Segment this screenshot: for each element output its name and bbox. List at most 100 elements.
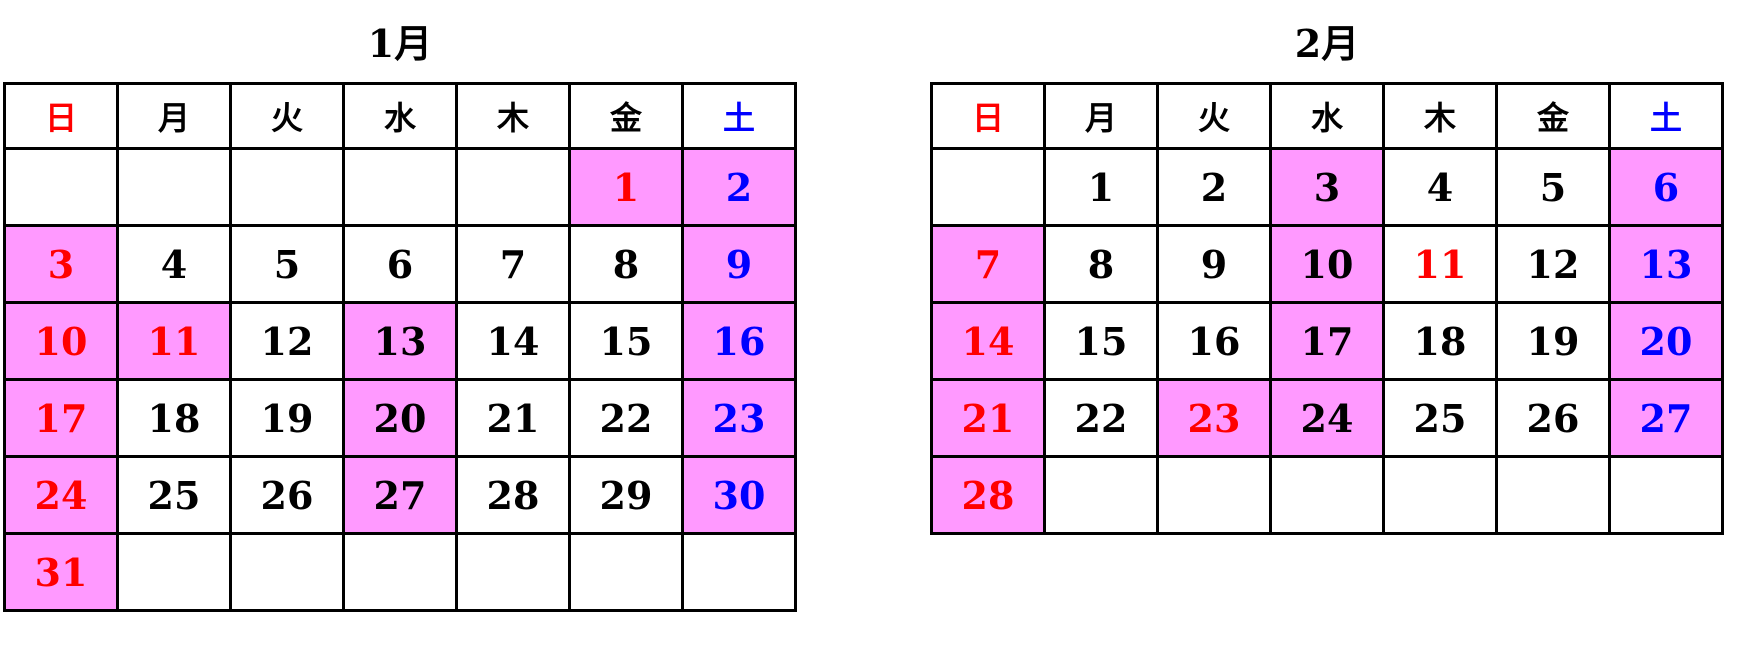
day-cell: 2 [681, 147, 797, 227]
day-cell: 3 [1269, 147, 1385, 227]
day-cell: 8 [568, 224, 684, 304]
day-cell: 20 [342, 378, 458, 458]
empty-day-cell [1043, 455, 1159, 535]
day-cell: 17 [3, 378, 119, 458]
day-cell: 25 [1382, 378, 1498, 458]
day-cell: 5 [1495, 147, 1611, 227]
day-cell: 11 [116, 301, 232, 381]
day-cell: 8 [1043, 224, 1159, 304]
day-cell: 4 [116, 224, 232, 304]
day-cell: 11 [1382, 224, 1498, 304]
weekday-header: 火 [229, 82, 345, 150]
empty-day-cell [1608, 455, 1724, 535]
empty-day-cell [1269, 455, 1385, 535]
weekday-header: 月 [1043, 82, 1159, 150]
day-cell: 18 [1382, 301, 1498, 381]
weekday-header: 金 [568, 82, 684, 150]
empty-day-cell [116, 147, 232, 227]
empty-day-cell [1382, 455, 1498, 535]
empty-day-cell [681, 532, 797, 612]
weekday-header: 金 [1495, 82, 1611, 150]
empty-day-cell [229, 147, 345, 227]
empty-day-cell [116, 532, 232, 612]
day-cell: 1 [1043, 147, 1159, 227]
empty-day-cell [3, 147, 119, 227]
day-cell: 28 [455, 455, 571, 535]
day-cell: 12 [1495, 224, 1611, 304]
day-cell: 29 [568, 455, 684, 535]
month-title: 1月 [367, 21, 433, 66]
day-cell: 14 [455, 301, 571, 381]
weekday-header: 水 [1269, 82, 1385, 150]
day-cell: 4 [1382, 147, 1498, 227]
day-cell: 23 [1156, 378, 1272, 458]
weekday-header: 土 [681, 82, 797, 150]
day-cell: 19 [229, 378, 345, 458]
day-cell: 22 [1043, 378, 1159, 458]
day-cell: 20 [1608, 301, 1724, 381]
empty-day-cell [455, 532, 571, 612]
day-cell: 7 [455, 224, 571, 304]
weekday-header: 日 [930, 82, 1046, 150]
weekday-header: 木 [1382, 82, 1498, 150]
day-cell: 16 [1156, 301, 1272, 381]
empty-day-cell [1495, 455, 1611, 535]
day-cell: 28 [930, 455, 1046, 535]
empty-day-cell [455, 147, 571, 227]
weekday-header-row: 日月火水木金土 [930, 82, 1724, 150]
day-cell: 17 [1269, 301, 1385, 381]
weekday-header: 土 [1608, 82, 1724, 150]
weekday-header: 月 [116, 82, 232, 150]
empty-day-cell [568, 532, 684, 612]
day-cell: 14 [930, 301, 1046, 381]
day-cell: 15 [1043, 301, 1159, 381]
day-cell: 23 [681, 378, 797, 458]
day-cell: 18 [116, 378, 232, 458]
day-cell: 19 [1495, 301, 1611, 381]
day-cell: 13 [342, 301, 458, 381]
day-cell: 22 [568, 378, 684, 458]
day-cell: 24 [1269, 378, 1385, 458]
day-cell: 9 [1156, 224, 1272, 304]
day-cell: 1 [568, 147, 684, 227]
empty-day-cell [1156, 455, 1272, 535]
day-cell: 2 [1156, 147, 1272, 227]
weekday-header-row: 日月火水木金土 [3, 82, 797, 150]
day-cell: 27 [1608, 378, 1724, 458]
day-cell: 12 [229, 301, 345, 381]
day-cell: 24 [3, 455, 119, 535]
day-cell: 25 [116, 455, 232, 535]
day-cell: 30 [681, 455, 797, 535]
day-cell: 6 [1608, 147, 1724, 227]
day-cell: 21 [930, 378, 1046, 458]
day-cell: 3 [3, 224, 119, 304]
day-cell: 9 [681, 224, 797, 304]
day-cell: 15 [568, 301, 684, 381]
day-cell: 26 [229, 455, 345, 535]
day-cell: 13 [1608, 224, 1724, 304]
weekday-header: 日 [3, 82, 119, 150]
day-cell: 10 [1269, 224, 1385, 304]
weekday-header: 火 [1156, 82, 1272, 150]
empty-day-cell [229, 532, 345, 612]
month-title: 2月 [1294, 21, 1360, 66]
empty-day-cell [342, 147, 458, 227]
week-row: 31 [3, 532, 797, 612]
day-cell: 10 [3, 301, 119, 381]
weekday-header: 水 [342, 82, 458, 150]
day-cell: 31 [3, 532, 119, 612]
empty-day-cell [342, 532, 458, 612]
day-cell: 26 [1495, 378, 1611, 458]
weekday-header: 木 [455, 82, 571, 150]
